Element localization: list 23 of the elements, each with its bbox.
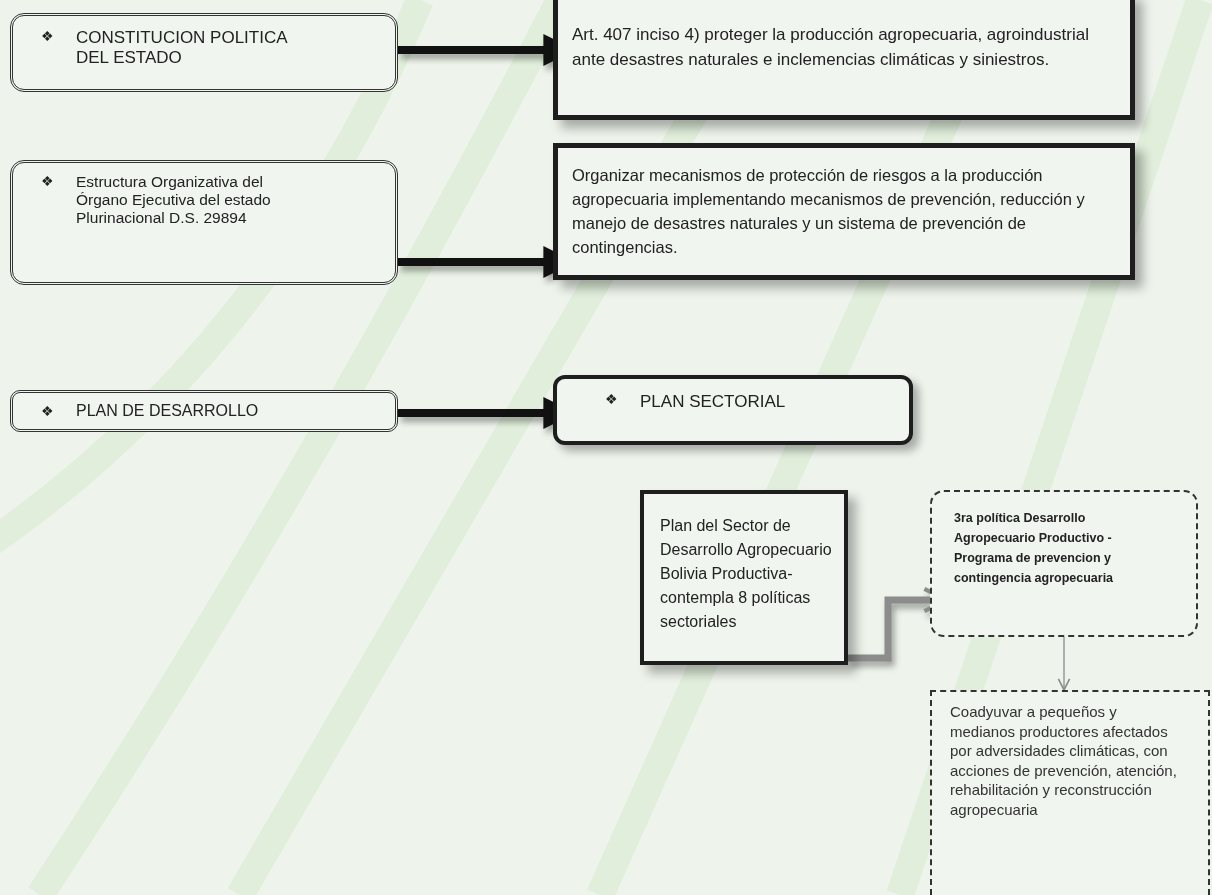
- box-text: Coadyuvar a pequeños y medianos productores afectados por adversidades climáticas, con acciones de prevención, atención, rehabilitación y reconstrucción agropecuaria: [950, 702, 1178, 819]
- box-text: CONSTITUCION POLITICA DEL ESTADO: [76, 28, 289, 69]
- text-box: [10, 160, 398, 285]
- arrow: [1057, 636, 1071, 691]
- box-text: Art. 407 inciso 4) proteger la producción agropecuaria, agroindustrial ante desastres naturales e inclemencias climáticas y siniestros.: [572, 24, 1090, 71]
- box-text: PLAN SECTORIAL: [640, 391, 787, 413]
- box-text: Plan del Sector de Desarrollo Agropecuario Bolivia Productiva- contempla 8 políticas sectoriales: [660, 516, 833, 632]
- text-box: [10, 390, 398, 432]
- text-box: [10, 13, 398, 92]
- box-text: Estructura Organizativa del Órgano Ejecutiva del estado Plurinacional D.S. 29894: [76, 173, 272, 227]
- bullet: ❖: [41, 401, 54, 421]
- box-text: Organizar mecanismos de protección de riesgos a la producción agropecuaria implementando mecanismos de prevención, reducción y manejo de desastres naturales y un sistema de prevención de contingencias.: [572, 165, 1086, 258]
- box-text: 3ra política Desarrollo Agropecuario Productivo - Programa de prevencion y contingencia agropecuaria: [954, 510, 1115, 587]
- text-box: [930, 490, 1198, 637]
- text-box: [553, 143, 1135, 280]
- text-box: [553, 0, 1135, 120]
- bullet: ❖: [41, 173, 54, 190]
- text-box: [930, 690, 1210, 895]
- box-text: PLAN DE DESARROLLO: [76, 401, 260, 421]
- bullet: ❖: [605, 390, 618, 409]
- text-box: [640, 490, 848, 665]
- text-box: [553, 375, 913, 445]
- bullet: ❖: [41, 28, 54, 45]
